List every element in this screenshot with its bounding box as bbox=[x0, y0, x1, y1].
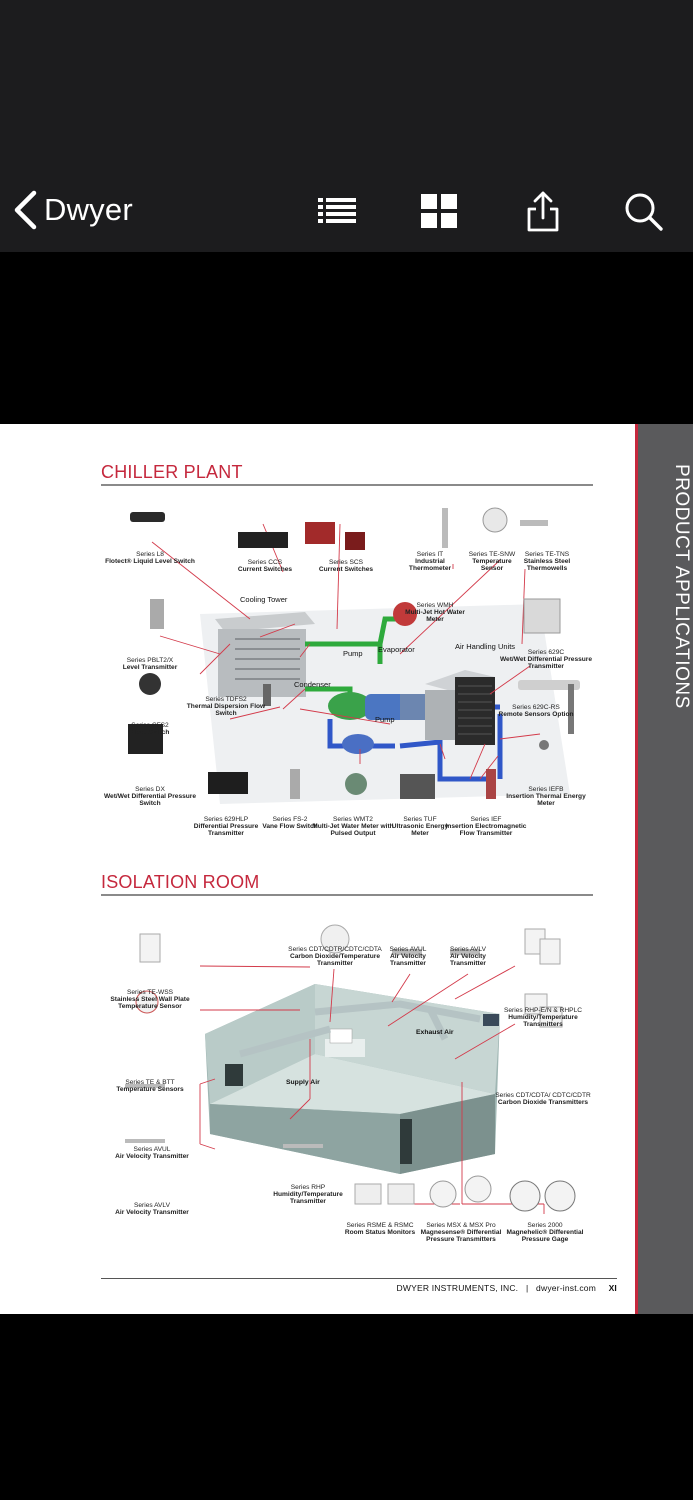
list-button[interactable] bbox=[314, 188, 360, 234]
grid-icon bbox=[421, 194, 457, 228]
page-footer: DWYER INSTRUMENTS, INC. | dwyer-inst.com… bbox=[101, 1283, 617, 1293]
cooling-tower-label: Cooling Tower bbox=[240, 595, 288, 604]
pump-label: Pump bbox=[375, 715, 395, 724]
chilled-pump-illustration bbox=[342, 734, 374, 754]
isolation-room-diagram: Exhaust Air Supply Air bbox=[125, 924, 576, 1214]
grid-button[interactable] bbox=[416, 188, 462, 234]
share-icon bbox=[527, 191, 559, 232]
section-divider bbox=[101, 484, 593, 486]
section-side-tab: PRODUCT APPLICATIONS bbox=[635, 424, 693, 1314]
chiller-plant-title: CHILLER PLANT bbox=[101, 462, 243, 482]
air-handling-unit-illustration bbox=[425, 670, 495, 745]
exhaust-air-label: Exhaust Air bbox=[416, 1029, 454, 1036]
footer-divider bbox=[101, 1278, 617, 1279]
cooling-tower-illustration bbox=[215, 612, 315, 697]
product-thumbnails bbox=[128, 507, 580, 799]
condenser-label: Condenser bbox=[294, 680, 331, 689]
air-handling-label: Air Handling Units bbox=[455, 642, 515, 651]
list-icon bbox=[318, 198, 356, 223]
search-icon bbox=[625, 193, 663, 231]
chevron-left-icon bbox=[14, 190, 37, 230]
footer-website: dwyer-inst.com bbox=[536, 1283, 596, 1293]
product-thumbnails bbox=[125, 924, 576, 1212]
status-bar-area bbox=[0, 0, 693, 168]
side-tab-label: PRODUCT APPLICATIONS bbox=[671, 464, 692, 709]
back-label: Dwyer bbox=[44, 192, 133, 227]
supply-air-label: Supply Air bbox=[286, 1079, 320, 1086]
pump-label: Pump bbox=[343, 649, 363, 658]
footer-company: DWYER INSTRUMENTS, INC. bbox=[396, 1283, 519, 1293]
document-viewer[interactable]: CHILLER PLANT bbox=[0, 252, 693, 1500]
air-ducts bbox=[239, 1000, 481, 1058]
page-number: XI bbox=[608, 1283, 617, 1293]
isolation-room-title: ISOLATION ROOM bbox=[101, 872, 260, 892]
exhaust-fan-illustration bbox=[483, 1014, 499, 1026]
share-button[interactable] bbox=[520, 188, 566, 234]
evaporator-label: Evaporator bbox=[378, 645, 415, 654]
chiller-plant-diagram: Cooling Tower Pump Evaporator Air Handli… bbox=[128, 507, 580, 804]
section-divider bbox=[101, 894, 593, 896]
navigation-bar: Dwyer bbox=[0, 168, 693, 252]
search-button[interactable] bbox=[620, 188, 666, 234]
back-button[interactable]: Dwyer bbox=[12, 188, 133, 232]
footer-separator: | bbox=[525, 1283, 529, 1293]
catalog-page: CHILLER PLANT bbox=[0, 424, 635, 1314]
